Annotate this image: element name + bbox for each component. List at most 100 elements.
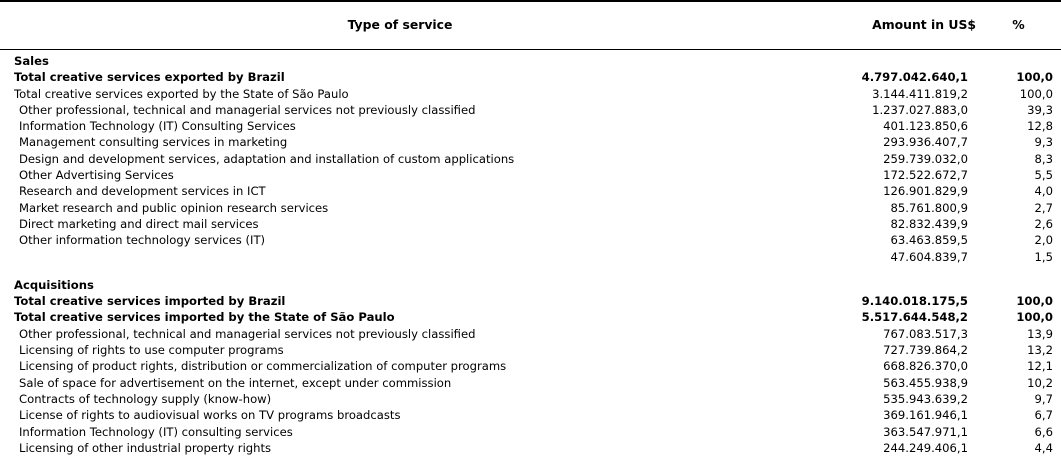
cell-percent: 6,6	[1034, 424, 1053, 439]
cell-percent: 1,5	[1034, 249, 1053, 264]
table-row: License of rights to audiovisual works o…	[0, 407, 1061, 423]
cell-service-label: Information Technology (IT) consulting s…	[19, 424, 293, 439]
cell-amount-usd: 363.547.971,1	[883, 424, 968, 439]
cell-amount-usd	[800, 50, 976, 70]
table-row-total: Total creative services imported by Braz…	[0, 293, 1061, 309]
cell-service-label: Total creative services imported by Braz…	[14, 294, 286, 309]
cell-service-label: Other Advertising Services	[19, 168, 174, 183]
cell-service-label: Direct marketing and direct mail service…	[19, 216, 259, 231]
table-row: Management consulting services in market…	[0, 134, 1061, 150]
table-row: Other professional, technical and manage…	[0, 102, 1061, 118]
cell-amount-usd: 63.463.859,5	[890, 233, 968, 248]
cell-service-label: Management consulting services in market…	[19, 135, 288, 150]
cell-percent: 9,7	[1034, 391, 1053, 406]
cell-amount-usd: 82.832.439,9	[890, 216, 968, 231]
cell-amount-usd: 1.237.027.883,0	[872, 102, 968, 117]
table-row: Research and development services in ICT…	[0, 183, 1061, 199]
table-row: Information Technology (IT) consulting s…	[0, 424, 1061, 440]
cell-amount-usd: 767.083.517,3	[883, 326, 968, 341]
table-row: Market research and public opinion resea…	[0, 200, 1061, 216]
cell-amount-usd: 668.826.370,0	[883, 359, 968, 374]
cell-service-label	[0, 265, 800, 277]
cell-service-label: Total creative services imported by the …	[14, 310, 395, 325]
cell-percent: 100,0	[1019, 86, 1053, 101]
cell-service-label: Acquisitions	[14, 277, 94, 292]
cell-service-label: Licensing of other industrial property r…	[19, 440, 272, 455]
cell-percent: 13,2	[1027, 343, 1053, 358]
cell-amount-usd: 401.123.850,6	[883, 119, 968, 134]
header-row: Type of service Amount in US$ %	[0, 0, 1061, 50]
table-row: Licensing of other industrial property r…	[0, 440, 1061, 456]
cell-percent: 4,4	[1034, 440, 1053, 455]
cell-amount-usd: 563.455.938,9	[883, 375, 968, 390]
cell-percent: 4,0	[1034, 184, 1053, 199]
cell-amount-usd	[800, 265, 976, 277]
table-row: Licensing of product rights, distributio…	[0, 358, 1061, 374]
table-row-total: Total creative services exported by Braz…	[0, 69, 1061, 85]
table-row: Other information technology services (I…	[0, 232, 1061, 248]
cell-percent: 5,5	[1034, 168, 1053, 183]
cell-service-label: Sales	[14, 54, 49, 68]
cell-service-label: Sale of space for advertisement on the i…	[19, 375, 452, 390]
cell-percent: 10,2	[1027, 375, 1053, 390]
cell-amount-usd: 3.144.411.819,2	[872, 86, 968, 101]
cell-percent	[976, 265, 1061, 277]
cell-service-label: Design and development services, adaptat…	[19, 151, 515, 166]
cell-percent: 12,1	[1027, 359, 1053, 374]
cell-amount-usd: 126.901.829,9	[883, 184, 968, 199]
table-row: Other professional, technical and manage…	[0, 326, 1061, 342]
table-row: 47.604.839,7 1,5	[0, 249, 1061, 265]
table-spacer-row	[0, 265, 1061, 277]
cell-service-label: Licensing of rights to use computer prog…	[19, 343, 284, 358]
cell-service-label: Licensing of product rights, distributio…	[19, 359, 507, 374]
cell-service-label: Market research and public opinion resea…	[19, 200, 329, 215]
cell-percent: 100,0	[1016, 70, 1053, 85]
cell-amount-usd	[800, 277, 976, 293]
cell-amount-usd: 4.797.042.640,1	[861, 70, 968, 85]
cell-percent: 9,3	[1034, 135, 1053, 150]
table-section-header: Sales	[0, 50, 1061, 70]
cell-amount-usd: 293.936.407,7	[883, 135, 968, 150]
cell-service-label: Total creative services exported by Braz…	[14, 70, 285, 85]
cell-amount-usd: 259.739.032,0	[883, 151, 968, 166]
cell-percent: 39,3	[1027, 102, 1053, 117]
cell-service-label: Other information technology services (I…	[19, 233, 266, 248]
cell-percent: 100,0	[1016, 310, 1053, 325]
cell-service-label	[0, 249, 800, 265]
column-header-type-of-service: Type of service	[0, 0, 800, 50]
cell-percent: 6,7	[1034, 408, 1053, 423]
cell-service-label: Total creative services exported by the …	[14, 86, 349, 101]
cell-amount-usd: 9.140.018.175,5	[861, 294, 968, 309]
table-row: Direct marketing and direct mail service…	[0, 216, 1061, 232]
cell-percent: 2,0	[1034, 233, 1053, 248]
column-header-percent: %	[976, 0, 1061, 50]
cell-service-label: License of rights to audiovisual works o…	[19, 408, 401, 423]
cell-service-label: Other professional, technical and manage…	[19, 102, 476, 117]
cell-percent	[976, 50, 1061, 70]
cell-percent: 12,8	[1027, 119, 1053, 134]
cell-amount-usd: 172.522.672,7	[883, 168, 968, 183]
cell-service-label: Other professional, technical and manage…	[19, 326, 476, 341]
cell-percent: 100,0	[1016, 294, 1053, 309]
cell-service-label: Contracts of technology supply (know-how…	[19, 391, 272, 406]
table-row-total: Total creative services imported by the …	[0, 309, 1061, 325]
cell-percent: 13,9	[1027, 326, 1053, 341]
cell-service-label: Research and development services in ICT	[19, 184, 266, 199]
cell-amount-usd: 535.943.639,2	[883, 391, 968, 406]
table-header: Type of service Amount in US$ %	[0, 0, 1061, 50]
table-row-total: Total creative services exported by the …	[0, 86, 1061, 102]
column-header-amount: Amount in US$	[800, 0, 976, 50]
cell-service-label: Information Technology (IT) Consulting S…	[19, 119, 296, 134]
cell-amount-usd: 727.739.864,2	[883, 343, 968, 358]
cell-amount-usd: 5.517.644.548,2	[861, 310, 968, 325]
cell-amount-usd: 47.604.839,7	[890, 249, 968, 264]
table-row: Contracts of technology supply (know-how…	[0, 391, 1061, 407]
table-row: Design and development services, adaptat…	[0, 151, 1061, 167]
cell-amount-usd: 369.161.946,1	[883, 408, 968, 423]
cell-percent: 8,3	[1034, 151, 1053, 166]
table-row: Other Advertising Services 172.522.672,7 5…	[0, 167, 1061, 183]
cell-percent	[976, 277, 1061, 293]
